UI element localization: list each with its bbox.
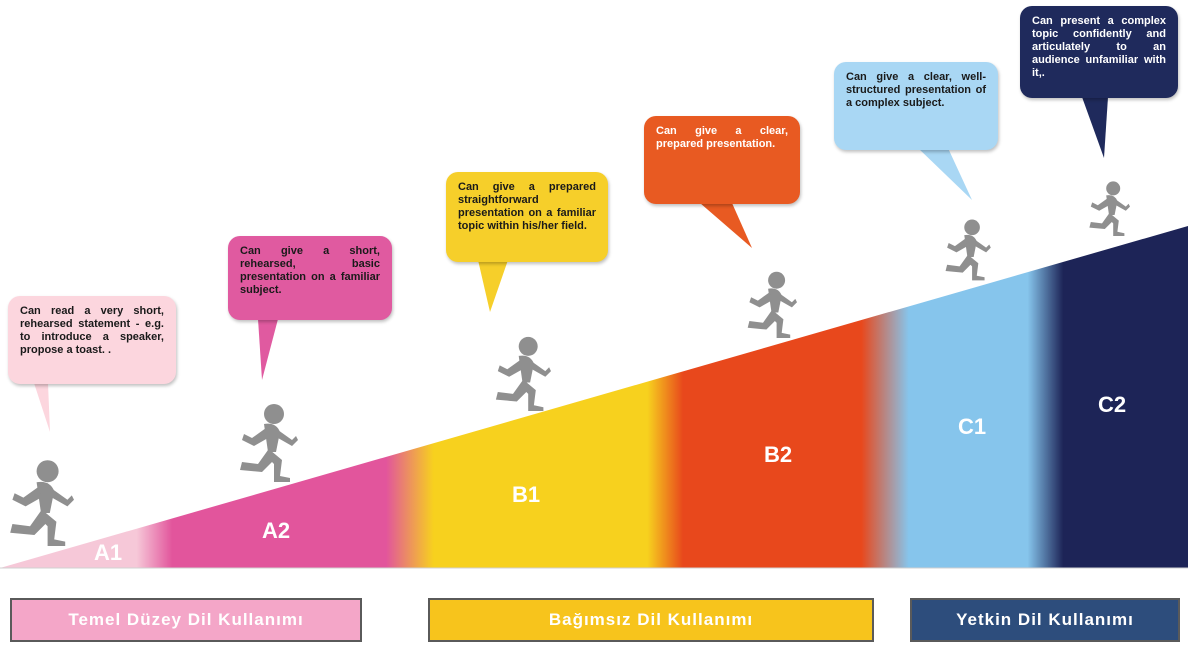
bubble-tail-b1 bbox=[478, 260, 508, 312]
band-basic-user: Temel Düzey Dil Kullanımı bbox=[10, 598, 362, 642]
level-label-c1: C1 bbox=[958, 414, 987, 439]
bubble-tail-b2 bbox=[700, 203, 752, 248]
bubble-tail-a1 bbox=[34, 383, 50, 432]
level-label-a2: A2 bbox=[262, 518, 291, 543]
ramp-triangle bbox=[0, 226, 1188, 568]
bubble-text-b2: Can give a clear, prepared presentation. bbox=[656, 125, 788, 150]
bubble-tail-a2 bbox=[258, 319, 278, 380]
runner-icon-a1 bbox=[10, 460, 74, 546]
level-label-b1: B1 bbox=[512, 482, 541, 507]
runner-icon-b2 bbox=[747, 271, 797, 338]
bubble-tail-c1 bbox=[918, 148, 972, 200]
runner-icon-c2 bbox=[1089, 181, 1130, 236]
level-label-b2: B2 bbox=[764, 442, 793, 467]
speech-bubble-b2: Can give a clear, prepared presentation. bbox=[644, 116, 800, 204]
speech-bubble-c1: Can give a clear, well-structured presen… bbox=[834, 62, 998, 150]
speech-bubble-b1: Can give a prepared straightforward pres… bbox=[446, 172, 608, 262]
runner-icon-a2 bbox=[240, 404, 298, 482]
speech-bubble-a1: Can read a very short, rehearsed stateme… bbox=[8, 296, 176, 384]
bubble-text-c2: Can present a complex topic confidently … bbox=[1032, 15, 1166, 79]
speech-bubble-a2: Can give a short, rehearsed, basic prese… bbox=[228, 236, 392, 320]
level-label-c2: C2 bbox=[1098, 392, 1127, 417]
band-independent-user: Bağımsız Dil Kullanımı bbox=[428, 598, 874, 642]
bubble-text-c1: Can give a clear, well-structured presen… bbox=[846, 71, 986, 109]
bubble-text-b1: Can give a prepared straightforward pres… bbox=[458, 181, 596, 232]
bubble-tail-c2 bbox=[1082, 97, 1108, 158]
level-label-a1: A1 bbox=[94, 540, 123, 565]
bubble-text-a1: Can read a very short, rehearsed stateme… bbox=[20, 305, 164, 356]
band-proficient-user: Yetkin Dil Kullanımı bbox=[910, 598, 1180, 642]
runner-icon-c1 bbox=[945, 219, 991, 281]
bubble-text-a2: Can give a short, rehearsed, basic prese… bbox=[240, 245, 380, 296]
runner-icon-b1 bbox=[495, 336, 551, 411]
speech-bubble-c2: Can present a complex topic confidently … bbox=[1020, 6, 1178, 98]
